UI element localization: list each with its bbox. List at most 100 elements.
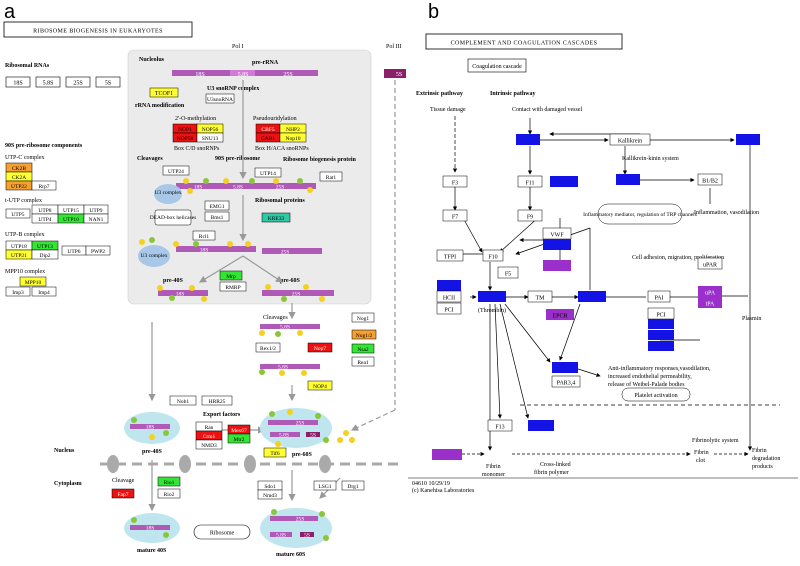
f11-box bbox=[517, 175, 543, 188]
emg1-box bbox=[204, 200, 230, 211]
tfpi-label: TFPI bbox=[444, 255, 456, 261]
utp22-label: UTP22 bbox=[11, 184, 27, 190]
rio2-box bbox=[157, 488, 181, 499]
kre33-box bbox=[261, 212, 291, 223]
pol1-label: Pol I bbox=[232, 44, 244, 50]
bms1-box bbox=[204, 211, 230, 222]
nop58-label: NOP58 bbox=[177, 136, 194, 142]
drg1-label: Drg1 bbox=[347, 484, 358, 490]
tif6-label: Tif6 bbox=[270, 450, 280, 457]
serpin-box-3 bbox=[648, 341, 674, 351]
rea1-box bbox=[351, 356, 375, 367]
pci2-label: PCI bbox=[656, 313, 665, 319]
kre33-label: KRE33 bbox=[268, 216, 285, 222]
nhp2-label: NHP2 bbox=[286, 127, 300, 133]
fibrinogen-box bbox=[432, 449, 462, 460]
coagulation-cascade-box: Coagulation cascade bbox=[472, 64, 522, 70]
rrna-18s: 18S bbox=[13, 81, 22, 87]
nog1-box bbox=[351, 312, 375, 323]
extrinsic-label: Extrinsic pathway bbox=[416, 91, 463, 97]
nucleus-label: Nucleus bbox=[54, 448, 75, 454]
f10-box bbox=[482, 249, 504, 262]
tfpi-box bbox=[436, 249, 464, 262]
inflammation-label: Inflammation, vasodilation bbox=[694, 209, 759, 216]
pre40s-label: pre-40S bbox=[142, 449, 163, 455]
inflammatory-label: Inflammatory mediator, regulation of TRP… bbox=[583, 211, 697, 218]
hcii-box bbox=[436, 290, 462, 303]
f3-label: F3 bbox=[452, 181, 458, 187]
nuclear-membrane bbox=[100, 455, 400, 473]
pre40s-nuc-18s: 18S bbox=[176, 292, 185, 298]
f11-label: F11 bbox=[525, 181, 534, 187]
tpa-box bbox=[698, 297, 722, 308]
imp4-label: Imp4 bbox=[38, 290, 50, 296]
sdo1-label: Sdo1 bbox=[264, 484, 276, 490]
mpp10-box-label: MPP10 bbox=[25, 280, 42, 286]
nucleolus-region bbox=[127, 49, 372, 305]
gar1-label: GAR1 bbox=[261, 136, 276, 142]
nop7-box bbox=[307, 342, 333, 353]
nucleolus-label: Nucleolus bbox=[139, 57, 165, 63]
utp9-label: UTP9 bbox=[89, 208, 102, 214]
imp3-label: Imp3 bbox=[12, 290, 24, 296]
tm-label: TM bbox=[536, 296, 546, 302]
pre90s-proteins bbox=[183, 178, 313, 194]
nop4-label: NOP4 bbox=[313, 384, 327, 390]
tcof1-box bbox=[149, 87, 179, 98]
pre60s-strand-25s: 25S bbox=[281, 250, 290, 256]
fdp-line1: Fibrin bbox=[752, 448, 767, 454]
u3-complex-label: U3 snoRNP complex bbox=[207, 86, 259, 92]
thrombin-label: (Thrombin) bbox=[478, 307, 506, 314]
rrna-25s: 25S bbox=[73, 81, 82, 87]
ribosome-label: Ribosome bbox=[210, 531, 235, 537]
nop4-box bbox=[307, 380, 333, 391]
panel-a: a RIBOSOME BIOGENESIS IN EUKARYOTES Nucl… bbox=[3, 1, 406, 558]
nsa2-label: Nsa2 bbox=[357, 347, 369, 353]
utp21-label: UTP21 bbox=[11, 253, 27, 259]
nmd3-box bbox=[195, 439, 223, 450]
rat1-label: Rat1 bbox=[326, 175, 337, 181]
proteins-row-2 bbox=[139, 237, 251, 247]
u3snorna-box bbox=[205, 93, 235, 104]
bms1-label: Bms1 bbox=[211, 215, 224, 221]
ribosomal-proteins-label: Ribosomal proteins bbox=[255, 198, 305, 204]
utp15-label: UTP15 bbox=[63, 208, 79, 214]
tpa-label: tPA bbox=[706, 302, 715, 308]
pre60s-cell bbox=[260, 408, 332, 448]
cytoplasm-label: Cytoplasm bbox=[54, 481, 82, 487]
kks-label: Kallikrein-kinin system bbox=[622, 156, 679, 162]
ck2b-label: CK2B bbox=[12, 166, 26, 172]
tm-box bbox=[527, 290, 553, 303]
utp8-label: UTP8 bbox=[38, 208, 51, 214]
box-cd-label: Box C/D snoRNPs bbox=[174, 146, 220, 152]
cleavage-label: Cleavage bbox=[112, 478, 135, 484]
ribosomal-rnas-heading: Ribosomal RNAs bbox=[5, 63, 50, 69]
fap7-label: Fap7 bbox=[118, 492, 129, 498]
par-label: PAR3,4 bbox=[557, 381, 576, 387]
f8-box bbox=[543, 239, 571, 250]
at3-box bbox=[437, 280, 461, 291]
mature60s-58s: 5.8S bbox=[276, 533, 286, 539]
fdp-line2: degradation bbox=[752, 456, 780, 462]
upar-box bbox=[697, 257, 723, 270]
pol3-5s-label: 5S bbox=[396, 72, 402, 78]
panel-b-letter: b bbox=[428, 1, 439, 23]
pre60s-label: pre-60S bbox=[292, 452, 313, 458]
pre60s-strand-a bbox=[262, 248, 322, 254]
epcr-label: EPCR bbox=[552, 314, 567, 320]
pre90s-label: 90S pre-ribosome bbox=[215, 156, 260, 162]
mature40s-label: mature 40S bbox=[137, 548, 167, 554]
ck2a-label: CK2A bbox=[12, 175, 26, 181]
utp5-label: UTP5 bbox=[11, 212, 24, 218]
thrombin-box bbox=[478, 291, 506, 302]
pol3-label: Pol III bbox=[386, 44, 402, 50]
f13-box bbox=[487, 419, 513, 432]
inflammatory-box bbox=[597, 203, 683, 225]
mature60s-label: mature 60S bbox=[276, 552, 306, 558]
rrna-modification-label: rRNA modification bbox=[135, 103, 185, 109]
u3-complex-2-label: U3 complex bbox=[140, 253, 167, 259]
mtr2-box bbox=[227, 433, 251, 444]
hrr25-box bbox=[201, 395, 233, 406]
rat1-box bbox=[319, 171, 343, 182]
